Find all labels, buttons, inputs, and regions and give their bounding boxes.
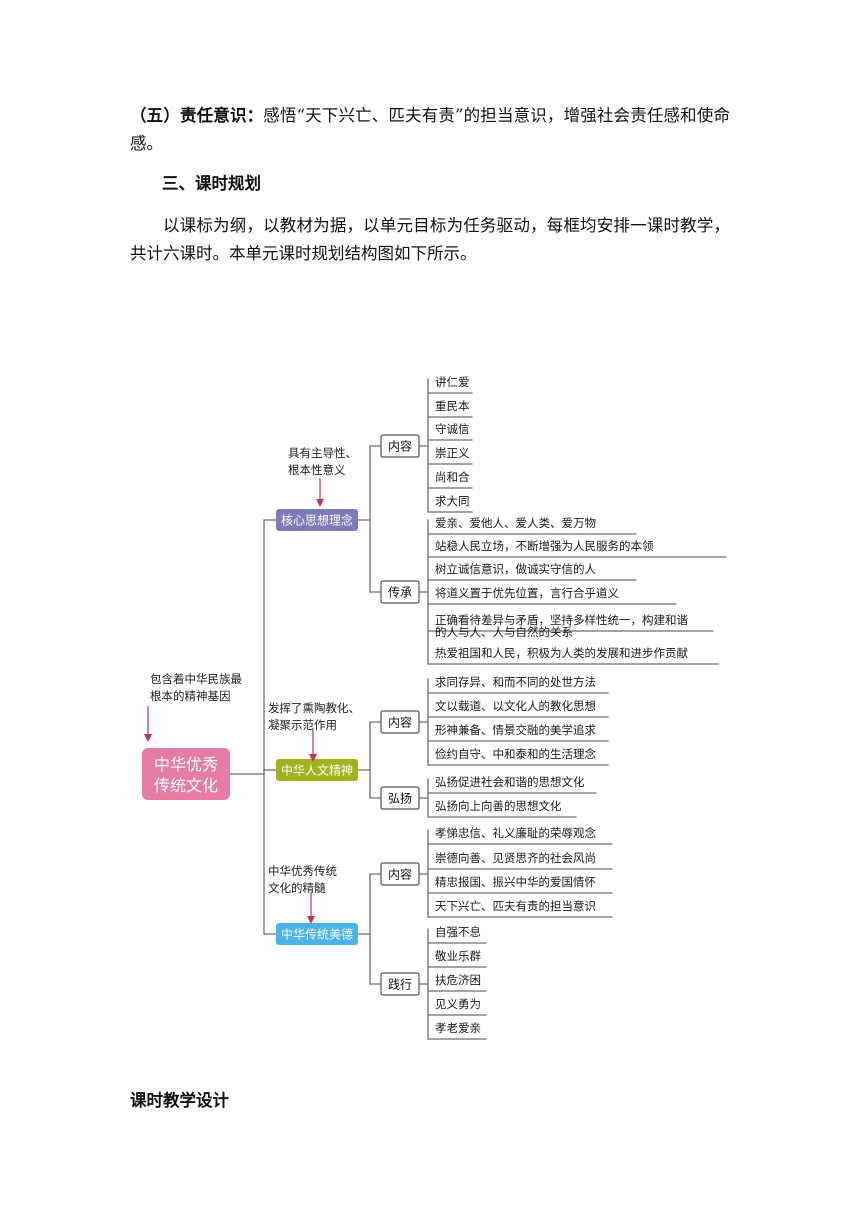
branch-1-group-0-label: 内容 <box>388 715 412 730</box>
branch-2-group-1-item: 自强不息 <box>435 925 481 939</box>
branch-0-note-line1: 具有主导性、 <box>288 446 357 460</box>
root-note-arrowhead <box>144 734 152 742</box>
branch-2-group-0-item: 孝悌忠信、礼义廉耻的荣辱观念 <box>435 826 596 840</box>
branch-2-label: 中华传统美德 <box>281 927 353 942</box>
branch-1-group-0-node <box>380 710 420 734</box>
branch-0-group-1-item: 树立诚信意识，做诚实守信的人 <box>435 562 596 576</box>
root-note-line1: 包含着中华民族最 <box>150 672 242 686</box>
section3-paragraph: 以课标为纲，以教材为据，以单元目标为任务驱动，每框均安排一课时教学，共计六课时。… <box>130 216 730 263</box>
branch-2-group-1-item: 见义勇为 <box>435 997 481 1011</box>
branch-0-group-0-item: 讲仁爱 <box>435 375 470 389</box>
branch-1-note-line2: 凝聚示范作用 <box>268 718 337 732</box>
branch-2-group-0-item: 崇德向善、见贤思齐的社会风尚 <box>435 851 596 865</box>
section3-heading: 三、课时规划 <box>162 174 261 193</box>
branch-0-note-line2: 根本性意义 <box>288 463 346 477</box>
branch-0-group-0-item: 尚和合 <box>435 470 470 484</box>
root-label-line2: 传统文化 <box>154 776 218 795</box>
branch-1-group-1-node <box>380 786 420 810</box>
branch-0-group-0-node <box>380 434 420 458</box>
branch-1-group-0-item: 求同存异、和而不同的处世方法 <box>435 675 596 689</box>
branch-0-group-0-item: 重民本 <box>435 399 470 413</box>
section5-paragraph: （五）责任意识：感悟“天下兴亡、匹夫有责”的担当意识，增强社会责任感和使命感。 <box>130 102 730 158</box>
branch-0-group-0-item: 求大同 <box>435 494 470 508</box>
branch-2-group-1-item: 敬业乐群 <box>435 949 481 963</box>
branch-2-group-0-label: 内容 <box>388 867 412 882</box>
lesson-design-heading: 课时教学设计 <box>130 1091 229 1110</box>
branch-2-note-line2: 文化的精髓 <box>268 881 326 895</box>
branch-0-group-1-item: 正确看待差异与矛盾，坚持多样性统一，构建和谐 <box>435 613 688 627</box>
branch-2-group-1-item: 孝老爱亲 <box>435 1021 481 1035</box>
branch-1-group-1-item: 弘扬向上向善的思想文化 <box>435 799 562 813</box>
branch-0-group-1-label: 传承 <box>388 585 412 600</box>
branch-2-node <box>276 923 358 945</box>
branch-0-group-1-node <box>380 580 420 604</box>
branch-0-group-1-item: 热爱祖国和人民，积极为人类的发展和进步作贡献 <box>435 646 688 660</box>
branch-2-group-1-node <box>380 972 420 996</box>
branch-0-label: 核心思想理念 <box>281 513 353 528</box>
branch-2-note-arrowhead <box>307 916 315 924</box>
branch-2-group-0-node <box>380 862 420 886</box>
branch-1-group-0-item: 俭约自守、中和泰和的生活理念 <box>435 747 596 761</box>
branch-1-node <box>276 759 358 781</box>
branch-1-note-arrowhead <box>309 754 317 762</box>
branch-2-group-0-item: 精忠报国、振兴中华的爱国情怀 <box>435 875 596 889</box>
branch-0-group-0-item: 崇正义 <box>435 446 470 460</box>
branch-1-group-1-label: 弘扬 <box>388 791 412 806</box>
branch-1-note-line1: 发挥了熏陶教化、 <box>268 701 360 715</box>
branch-0-node <box>276 509 358 531</box>
root-note-line2: 根本的精神基因 <box>150 689 231 703</box>
branch-0-group-0-label: 内容 <box>388 439 412 454</box>
branch-1-group-0-item: 文以载道、以文化人的教化思想 <box>435 699 596 713</box>
branch-1-group-0-item: 形神兼备、情景交融的美学追求 <box>435 723 596 737</box>
branch-0-group-1-item: 将道义置于优先位置，言行合乎道义 <box>435 586 619 600</box>
root-node <box>142 748 230 800</box>
section5-label: （五）责任意识： <box>130 106 264 125</box>
branch-0-group-1-item: 站稳人民立场，不断增强为人民服务的本领 <box>435 539 654 553</box>
branch-1-label: 中华人文精神 <box>281 763 353 778</box>
section5-text: 感悟“天下兴亡、匹夫有责”的担当意识，增强社会责任感和使命感。 <box>130 106 730 153</box>
branch-0-group-1-item: 爱亲、爱他人、爱人类、爱万物 <box>435 516 596 530</box>
root-label-line1: 中华优秀 <box>154 755 218 774</box>
branch-2-note-line1: 中华优秀传统 <box>268 864 337 878</box>
branch-2-group-0-item: 天下兴亡、匹夫有责的担当意识 <box>435 899 596 913</box>
branch-1-group-1-item: 弘扬促进社会和谐的思想文化 <box>435 775 585 789</box>
branch-2-group-1-label: 践行 <box>388 978 412 992</box>
branch-0-note-arrowhead <box>316 499 324 507</box>
branch-0-group-1-item: 的人与人、人与自然的关系 <box>435 625 573 639</box>
branch-0-group-0-item: 守诚信 <box>435 422 470 436</box>
branch-2-group-1-item: 扶危济困 <box>435 973 481 987</box>
